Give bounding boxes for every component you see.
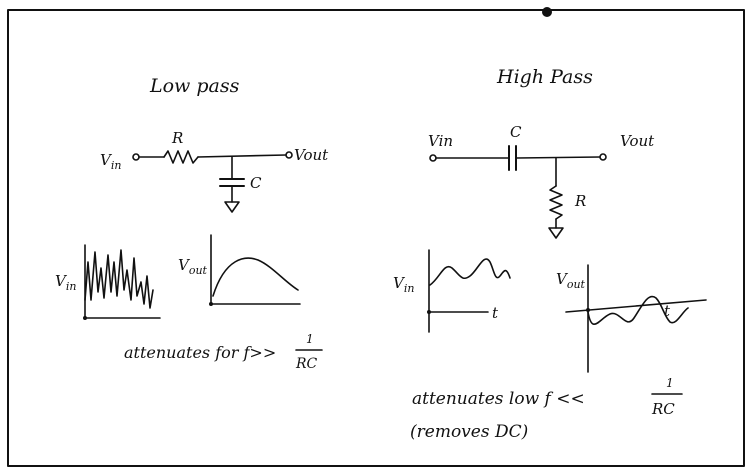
high-pass-graph-vout-t: t bbox=[664, 302, 671, 320]
low-pass-vin-label: Vin bbox=[100, 151, 121, 172]
high-pass-fraction-denominator: RC bbox=[651, 400, 675, 418]
high-pass-output-terminal bbox=[599, 153, 607, 161]
high-pass-resistor-label: R bbox=[574, 192, 586, 210]
pin-dot bbox=[542, 7, 552, 17]
high-pass-circuit: Vin C Vout R bbox=[428, 123, 655, 239]
high-pass-caption-text: attenuates low f << bbox=[412, 389, 585, 409]
high-pass-section: High Pass Vin C Vout R Vin t bbox=[393, 66, 707, 442]
high-pass-graph-vin-t: t bbox=[492, 304, 499, 322]
low-pass-ground-icon bbox=[224, 201, 240, 213]
low-pass-vin-graph: Vin bbox=[55, 244, 161, 320]
high-pass-graph-vin-label: Vin bbox=[393, 274, 414, 295]
high-pass-vin-graph: Vin t bbox=[393, 249, 511, 333]
low-pass-title: Low pass bbox=[149, 75, 240, 97]
low-pass-circuit: Vin R Vout C bbox=[100, 129, 329, 213]
low-pass-vout-label: Vout bbox=[294, 146, 329, 164]
low-pass-output-terminal bbox=[285, 151, 293, 159]
high-pass-resistor bbox=[549, 185, 563, 220]
high-pass-vout-label: Vout bbox=[620, 132, 655, 150]
low-pass-resistor bbox=[163, 150, 199, 164]
high-pass-input-terminal bbox=[429, 154, 437, 162]
high-pass-caption-line2: (removes DC) bbox=[410, 422, 528, 442]
low-pass-section: Low pass Vin R Vout C Vin bbox=[55, 75, 329, 372]
high-pass-vout-graph: Vout t bbox=[556, 264, 707, 373]
high-pass-capacitor-label: C bbox=[510, 123, 522, 141]
low-pass-vout-waveform bbox=[212, 257, 299, 297]
high-pass-caption: attenuates low f << 1 RC (removes DC) bbox=[410, 376, 683, 442]
low-pass-caption-text: attenuates for f>> bbox=[124, 343, 276, 362]
low-pass-graph-vin-label: Vin bbox=[55, 272, 76, 293]
high-pass-vin-label: Vin bbox=[428, 132, 453, 150]
low-pass-fraction-numerator: 1 bbox=[306, 332, 314, 346]
low-pass-capacitor-label: C bbox=[250, 174, 262, 192]
low-pass-caption: attenuates for f>> 1 RC bbox=[124, 332, 323, 372]
low-pass-input-terminal bbox=[132, 153, 140, 161]
high-pass-ground-icon bbox=[548, 227, 564, 239]
low-pass-vout-graph: Vout bbox=[178, 234, 301, 306]
high-pass-fraction-numerator: 1 bbox=[666, 376, 674, 390]
high-pass-graph-vout-label: Vout bbox=[556, 270, 586, 291]
high-pass-vout-waveform bbox=[587, 295, 689, 326]
page-border bbox=[7, 9, 745, 467]
low-pass-vin-waveform bbox=[84, 249, 154, 309]
low-pass-resistor-label: R bbox=[171, 129, 183, 147]
low-pass-fraction-denominator: RC bbox=[295, 356, 318, 372]
high-pass-title: High Pass bbox=[496, 66, 593, 88]
high-pass-vin-waveform bbox=[429, 258, 511, 286]
low-pass-graph-vout-label: Vout bbox=[178, 256, 208, 277]
